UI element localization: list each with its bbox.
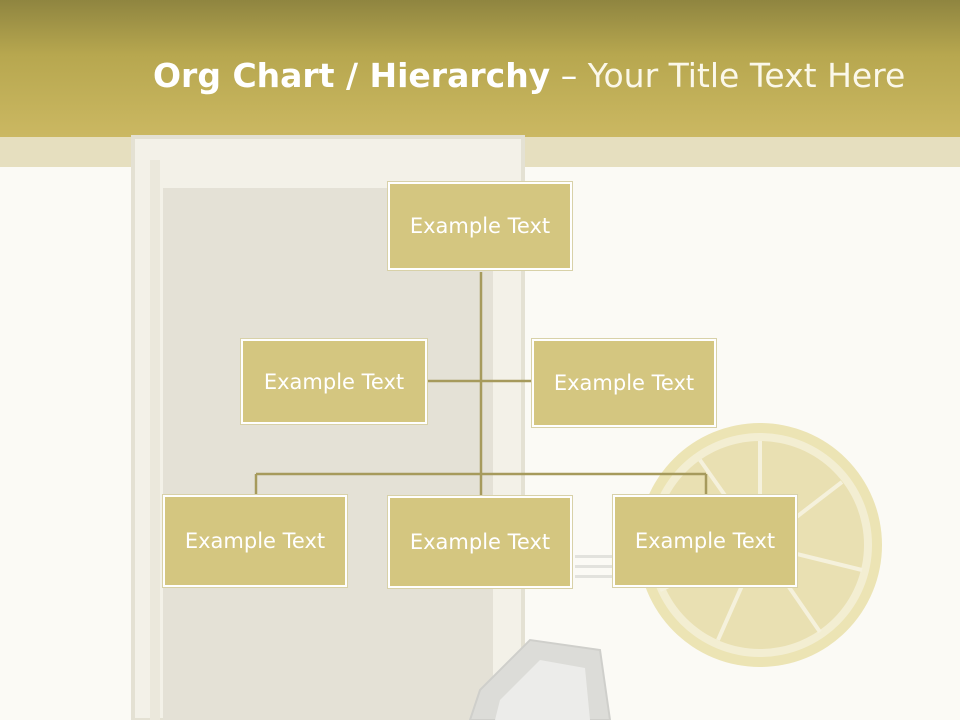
glass-highlight [150,160,160,720]
ice-cube-image [468,638,612,720]
org-node-label: Example Text [184,529,326,553]
title-banner [0,0,960,137]
slide-title: Org Chart / Hierarchy – Your Title Text … [153,56,905,96]
org-node-assistant-left[interactable]: Example Text [241,339,427,424]
org-node-label: Example Text [553,371,695,395]
org-node-top[interactable]: Example Text [388,182,572,270]
org-node-label: Example Text [263,369,405,394]
glass-liquid [163,188,493,720]
title-placeholder-part: Your Title Text Here [587,56,906,95]
org-node-label: Example Text [634,529,776,553]
title-separator: – [550,56,588,95]
org-node-label: Example Text [409,530,551,554]
org-node-label: Example Text [409,214,551,238]
org-node-subordinate-left[interactable]: Example Text [163,495,347,587]
title-bold-part: Org Chart / Hierarchy [153,56,551,95]
org-node-assistant-right[interactable]: Example Text [532,339,716,427]
org-node-subordinate-middle[interactable]: Example Text [388,496,572,588]
org-node-subordinate-right[interactable]: Example Text [613,495,797,587]
